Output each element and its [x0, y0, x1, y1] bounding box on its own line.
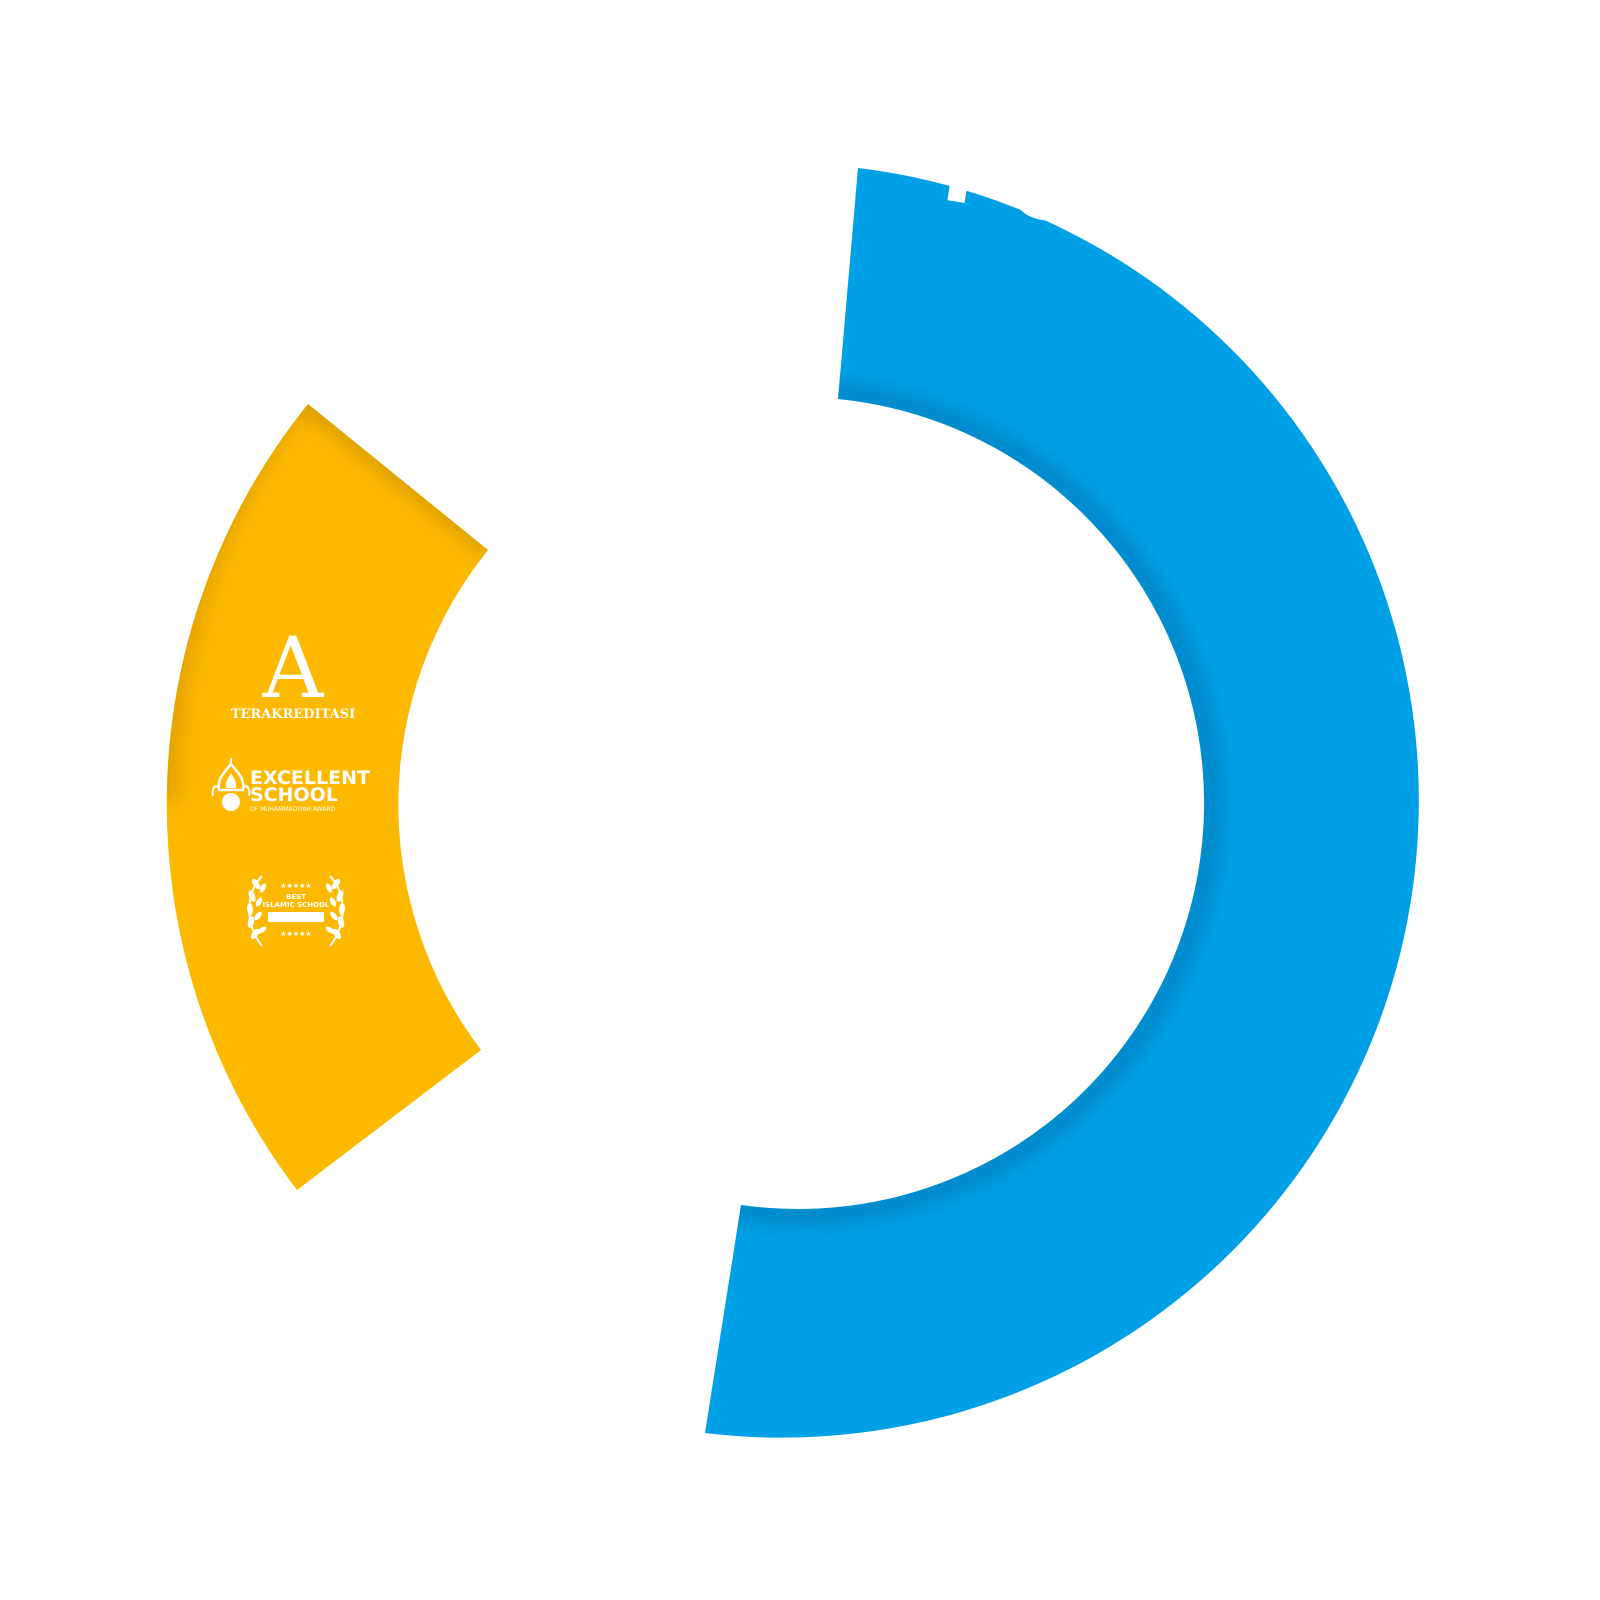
best-line-1: BEST: [286, 893, 306, 901]
badge-accreditation: A TERAKREDITASI: [231, 619, 355, 722]
excellent-line-1: EXCELLENT: [250, 767, 370, 789]
badge-best-islamic-school: ★★★★★ BEST ISLAMIC SCHOOL ★★★★★: [245, 875, 347, 947]
blue-ring-segment: Pesantren Mubalighpreneur: [705, 115, 1568, 1438]
mosque-dome-icon: [211, 758, 251, 811]
best-ribbon: [268, 912, 324, 922]
star-row-top: ★★★★★: [280, 882, 311, 890]
badge-excellent-school: EXCELLENT SCHOOL OF MUHAMMADIYAH AWARD: [211, 758, 370, 813]
blue-band-inner-shadow: [705, 380, 1223, 1226]
gold-band-shape: [166, 404, 488, 1190]
accreditation-a-icon: A: [262, 619, 325, 717]
gold-ring-segment: A TERAKREDITASI EXCELLENT SCHOOL OF MUHA…: [166, 404, 488, 1190]
excellent-line-2: SCHOOL: [250, 784, 338, 806]
excellent-subtitle: OF MUHAMMADIYAH AWARD: [250, 806, 335, 813]
best-line-2: ISLAMIC SCHOOL: [262, 901, 330, 909]
star-row-bottom: ★★★★★: [280, 930, 311, 938]
accreditation-caption: TERAKREDITASI: [231, 707, 355, 722]
blue-band-shape: [705, 168, 1419, 1438]
